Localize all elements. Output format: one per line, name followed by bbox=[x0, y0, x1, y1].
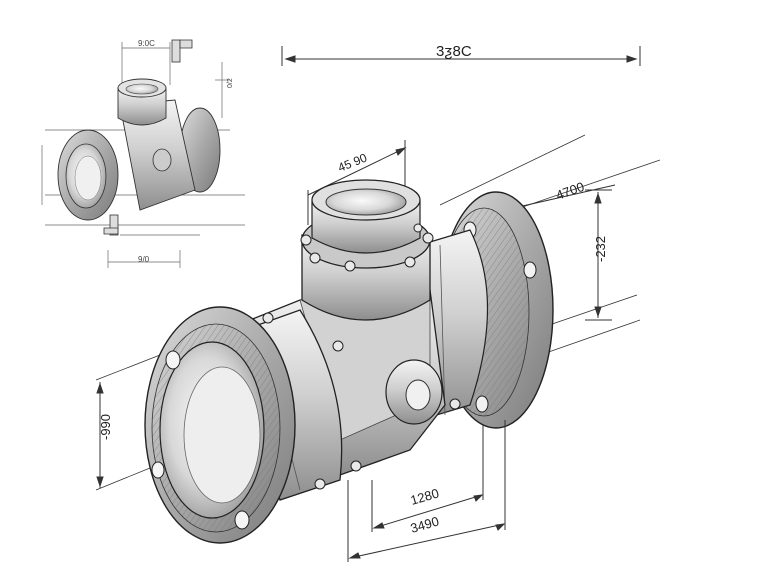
diagonal-length-label: 4700 bbox=[554, 179, 586, 203]
left-flange-height-label: -990 bbox=[98, 414, 113, 440]
bottom-inner-label: 1280 bbox=[409, 485, 441, 507]
overall-length-label: 3ƺ8C bbox=[436, 43, 472, 60]
inset-valve-view: 9:0C 0/2 9/0 bbox=[41, 39, 245, 268]
dim-left-flange bbox=[96, 382, 104, 488]
height-right-label: -232 bbox=[593, 236, 608, 262]
inset-top-dim: 9:0C bbox=[138, 39, 155, 48]
top-port-length-label: 45 90 bbox=[336, 150, 369, 174]
bonnet-bolts bbox=[300, 223, 434, 272]
inset-fitting-bottom bbox=[103, 214, 119, 236]
left-flange bbox=[144, 306, 296, 544]
dim-bottom bbox=[347, 420, 506, 562]
inset-bottom-dim: 9/0 bbox=[138, 255, 150, 264]
bottom-outer-label: 3490 bbox=[409, 513, 441, 535]
dim-height-right bbox=[585, 189, 612, 321]
top-port bbox=[300, 179, 434, 321]
main-valve-view: 3ƺ8C 4700 -232 bbox=[95, 43, 661, 562]
dim-overall-length bbox=[281, 46, 641, 66]
inset-right-dim: 0/2 bbox=[227, 78, 234, 88]
side-boss bbox=[385, 359, 443, 425]
inset-fitting-top bbox=[171, 39, 193, 63]
